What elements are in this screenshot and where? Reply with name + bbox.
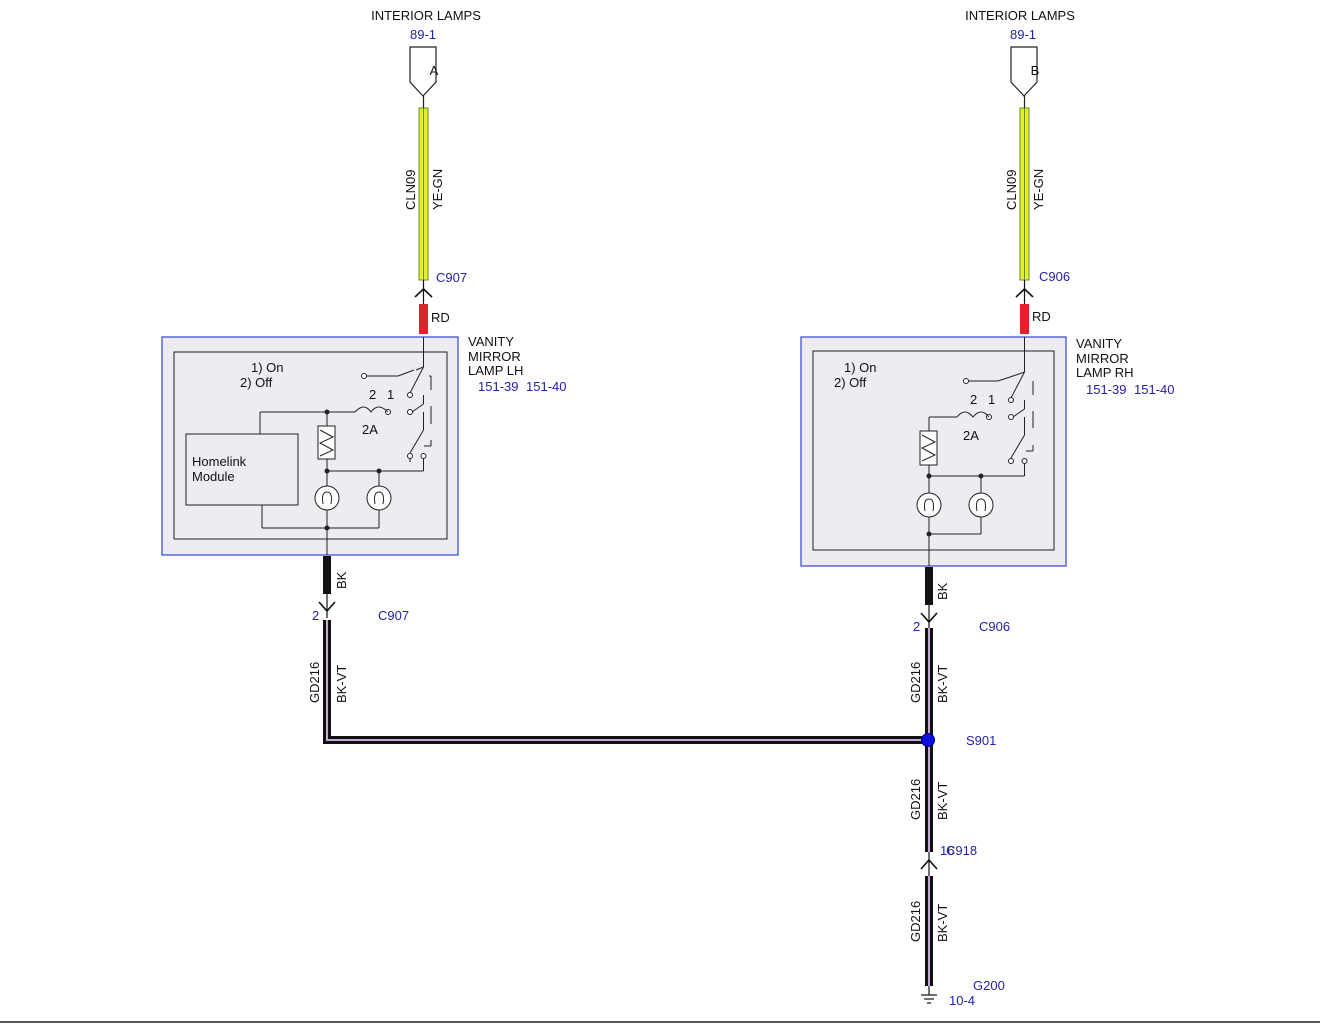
right-component-name-2: MIRROR xyxy=(1076,351,1129,366)
right-component-ref-2[interactable]: 151-40 xyxy=(1134,382,1174,397)
right-ground-wire-color: BK-VT xyxy=(935,665,950,703)
left-component-name-2: MIRROR xyxy=(468,349,521,364)
right-yellow-wire[interactable] xyxy=(1019,107,1030,281)
homelink-label-2: Module xyxy=(192,469,235,484)
splice-label[interactable]: S901 xyxy=(966,733,996,748)
left-component-ref-2[interactable]: 151-40 xyxy=(526,379,566,394)
right-input-wire-color: RD xyxy=(1032,309,1051,324)
left-bottom-connector-label[interactable]: C907 xyxy=(378,608,409,623)
splice-s901-dot[interactable] xyxy=(921,733,935,747)
right-output-wire-color: BK xyxy=(935,582,950,600)
right-switch-legend-on: 1) On xyxy=(844,360,877,375)
left-source-ref[interactable]: 89-1 xyxy=(410,27,436,42)
left-fuse-rating: 2A xyxy=(362,422,378,437)
lower-color-upper: BK-VT xyxy=(935,782,950,820)
right-branch: INTERIOR LAMPS 89-1 B CLN09 YE-GN C906 R… xyxy=(800,8,1174,703)
right-component-name-3: LAMP RH xyxy=(1076,365,1134,380)
lower-circuit-lower: GD216 xyxy=(908,901,923,942)
right-connector-b-shape xyxy=(1010,46,1038,97)
ground-name[interactable]: G200 xyxy=(973,978,1005,993)
left-connector-a-shape xyxy=(409,46,437,97)
left-branch: INTERIOR LAMPS 89-1 A CLN09 YE-GN C907 R… xyxy=(161,8,566,703)
right-internal-circuit xyxy=(916,337,1034,566)
right-component-name-1: VANITY xyxy=(1076,336,1122,351)
left-top-circuit: CLN09 xyxy=(403,170,418,210)
left-black-output-wire[interactable] xyxy=(323,556,331,594)
left-input-wire-color: RD xyxy=(431,310,450,325)
ground-symbol-icon[interactable] xyxy=(921,986,937,1004)
homelink-module-box[interactable] xyxy=(185,433,299,506)
right-fuse-rating: 2A xyxy=(963,428,979,443)
left-ground-wire-color: BK-VT xyxy=(334,665,349,703)
right-top-connector-label[interactable]: C906 xyxy=(1039,269,1070,284)
right-connector-letter: B xyxy=(1031,63,1040,78)
left-yellow-wire[interactable] xyxy=(418,107,429,281)
lower-connector-pin: 16 xyxy=(940,843,954,858)
left-top-connector-label[interactable]: C907 xyxy=(436,270,467,285)
left-component-ref-1[interactable]: 151-39 xyxy=(478,379,518,394)
left-switch-legend-off: 2) Off xyxy=(240,375,273,390)
lower-circuit-upper: GD216 xyxy=(908,779,923,820)
lower-connector-label[interactable]: C918 xyxy=(946,843,977,858)
left-source-title: INTERIOR LAMPS xyxy=(371,8,481,23)
right-source-title: INTERIOR LAMPS xyxy=(965,8,1075,23)
left-switch-position-1: 1 xyxy=(387,387,394,402)
left-switch-position-2: 2 xyxy=(369,387,376,402)
right-top-wire-color: YE-GN xyxy=(1031,169,1046,210)
right-red-wire[interactable] xyxy=(1020,304,1029,334)
left-internal-circuit xyxy=(259,337,432,555)
right-bottom-connector-label[interactable]: C906 xyxy=(979,619,1010,634)
homelink-label-1: Homelink xyxy=(192,454,247,469)
left-component-name-1: VANITY xyxy=(468,334,514,349)
left-component-name-3: LAMP LH xyxy=(468,363,523,378)
left-top-wire-color: YE-GN xyxy=(430,169,445,210)
right-source-ref[interactable]: 89-1 xyxy=(1010,27,1036,42)
right-bottom-pin: 2 xyxy=(913,619,920,634)
left-connector-letter: A xyxy=(430,63,439,78)
lower-section: GD216 BK-VT 16 C918 GD216 BK-VT G200 10-… xyxy=(908,779,1005,1008)
left-red-wire[interactable] xyxy=(419,304,428,334)
lower-color-lower: BK-VT xyxy=(935,904,950,942)
right-switch-position-2: 2 xyxy=(970,392,977,407)
left-ground-circuit: GD216 xyxy=(307,662,322,703)
left-switch-legend-on: 1) On xyxy=(251,360,284,375)
right-switch-legend-off: 2) Off xyxy=(834,375,867,390)
right-top-circuit: CLN09 xyxy=(1004,170,1019,210)
right-switch-position-1: 1 xyxy=(988,392,995,407)
left-ground-wire[interactable] xyxy=(323,620,928,744)
ground-ref[interactable]: 10-4 xyxy=(949,993,975,1008)
right-black-output-wire[interactable] xyxy=(925,567,933,605)
left-output-wire-color: BK xyxy=(334,571,349,589)
right-ground-circuit: GD216 xyxy=(908,662,923,703)
left-bottom-pin: 2 xyxy=(312,608,319,623)
right-component-ref-1[interactable]: 151-39 xyxy=(1086,382,1126,397)
